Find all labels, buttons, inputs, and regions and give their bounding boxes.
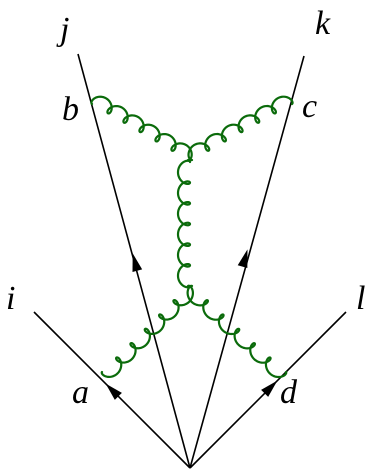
gluon-lines bbox=[90, 95, 294, 379]
gluon-b-to-vertex bbox=[90, 95, 193, 162]
label-c: c bbox=[302, 88, 317, 125]
label-j: j bbox=[56, 11, 69, 48]
label-i: i bbox=[6, 280, 15, 317]
gluon-vertical bbox=[176, 159, 192, 289]
gluon-a-to-vertex bbox=[100, 284, 195, 379]
label-l: l bbox=[356, 280, 365, 317]
arrowhead-k bbox=[237, 249, 248, 269]
label-d: d bbox=[280, 374, 298, 411]
arrowhead-d bbox=[261, 380, 278, 397]
arrowheads bbox=[105, 249, 278, 400]
gluon-d-to-vertex bbox=[186, 284, 288, 379]
labels: i j k l a b c d bbox=[6, 5, 365, 411]
arrowhead-a bbox=[105, 383, 122, 400]
gluon-c-to-vertex bbox=[187, 95, 294, 162]
label-a: a bbox=[72, 374, 89, 411]
label-b: b bbox=[62, 91, 79, 128]
arrowhead-j bbox=[132, 253, 143, 272]
label-k: k bbox=[315, 5, 331, 42]
